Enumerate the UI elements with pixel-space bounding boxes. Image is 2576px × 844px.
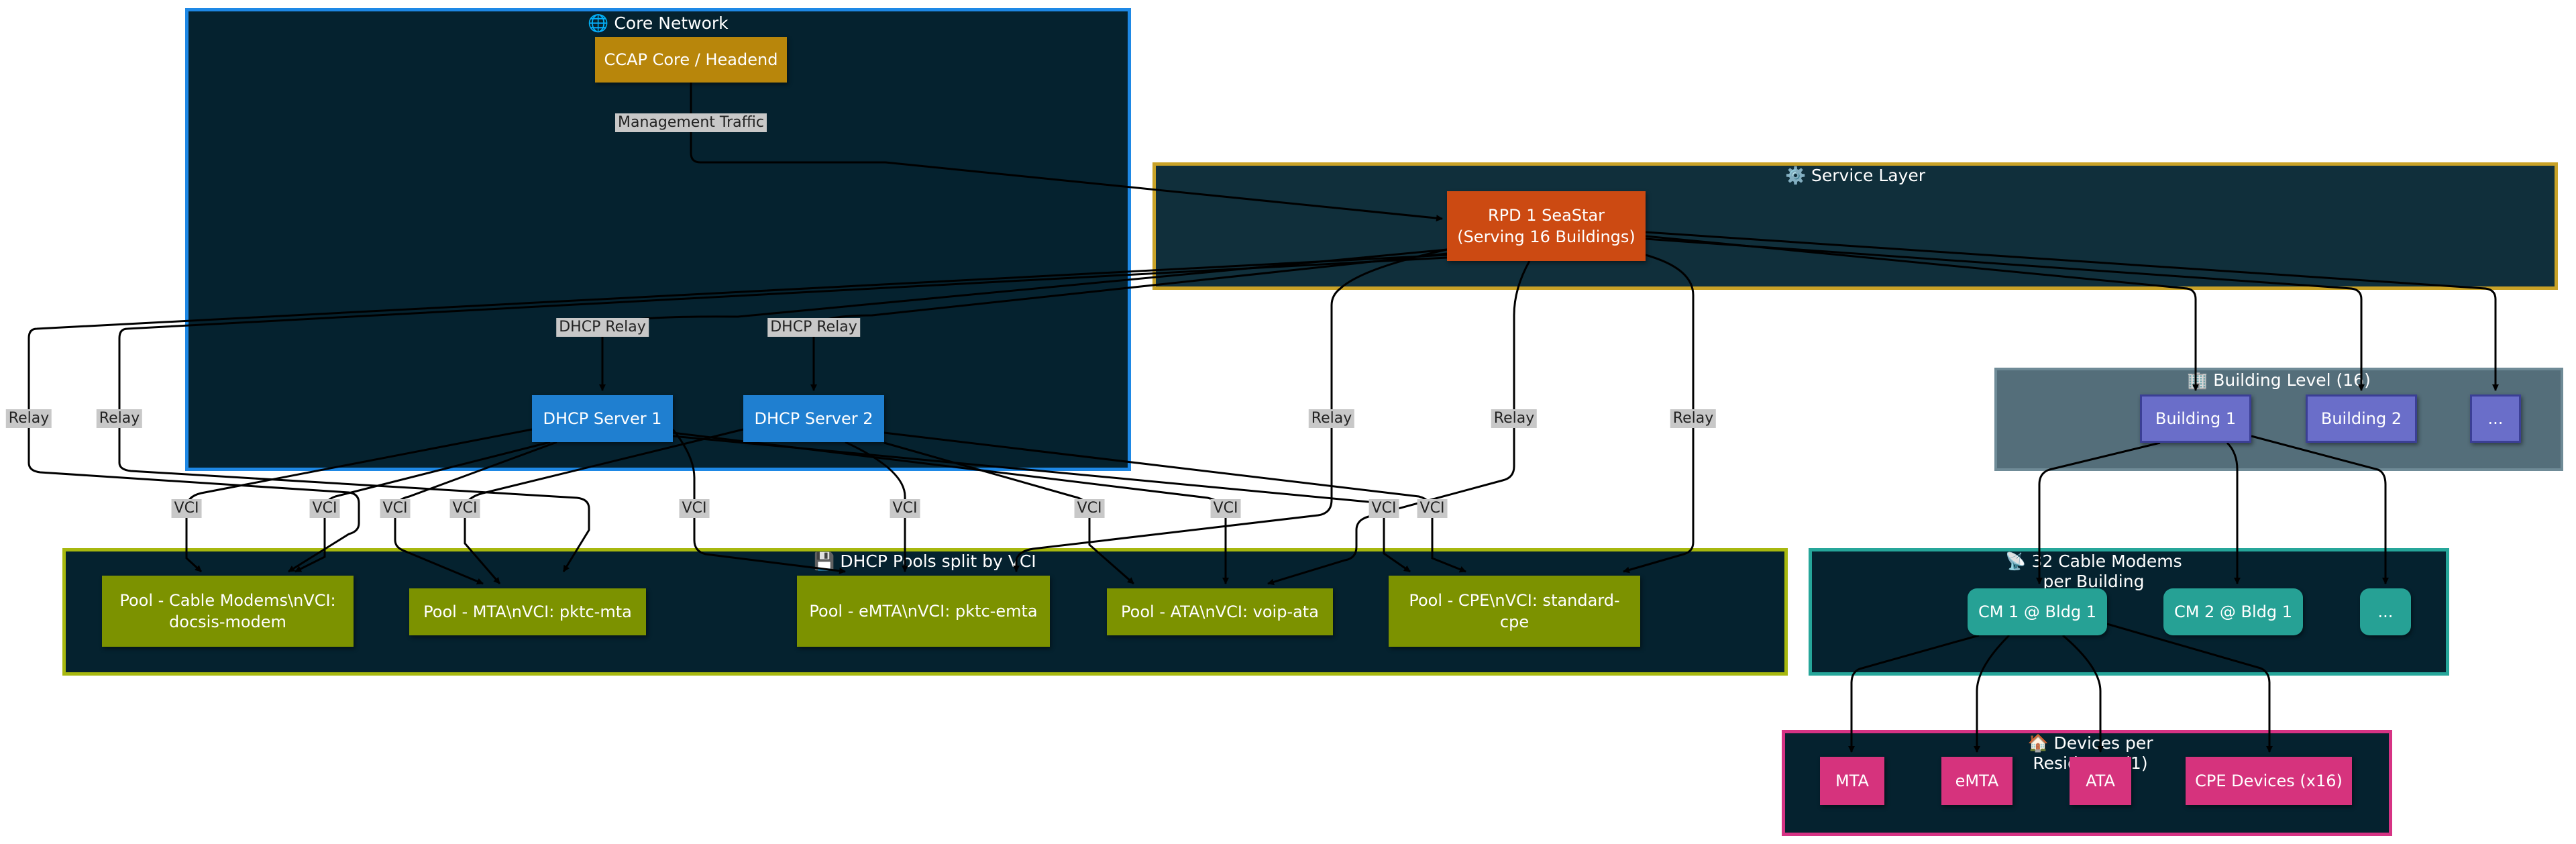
edge-label-vci-1: VCI (171, 499, 202, 518)
pool-cable-modems-node[interactable]: Pool - Cable Modems\nVCI: docsis-modem (102, 576, 354, 647)
pool-ata-node[interactable]: Pool - ATA\nVCI: voip-ata (1107, 588, 1333, 635)
edge-dhcp1-vci-5 (672, 429, 846, 574)
edge-rpd-to-building-more (1645, 231, 2499, 391)
edge-label-vci-10: VCI (1417, 499, 1448, 518)
group-building-level: 🏢 Building Level (16) (1994, 368, 2563, 471)
edge-rpd-relay-2 (118, 256, 1448, 572)
edge-ccap-to-rpd (690, 83, 1443, 222)
edge-dhcp2-vci-6 (845, 441, 908, 572)
edge-rpd-relay-4 (1267, 260, 1531, 586)
edge-cm1-to-emta (1974, 634, 2010, 753)
edge-rpd-relay-1 (28, 254, 1448, 573)
edge-label-dhcp-relay-2: DHCP Relay (767, 318, 860, 337)
edge-label-relay-4: Relay (1491, 409, 1538, 428)
edge-label-vci-3: VCI (380, 499, 411, 518)
pool-cpe-node[interactable]: Pool - CPE\nVCI: standard-cpe (1389, 576, 1640, 647)
edge-label-vci-8: VCI (1210, 499, 1241, 518)
building-2-node[interactable]: Building 2 (2306, 394, 2417, 443)
pool-emta-node[interactable]: Pool - eMTA\nVCI: pktc-emta (797, 576, 1050, 647)
cable-modem-more-node[interactable]: ... (2360, 588, 2411, 635)
group-dhcp-pools-title: 💾 DHCP Pools split by VCI (814, 551, 1036, 571)
device-mta-node[interactable]: MTA (1820, 757, 1884, 805)
dhcp-server-1-node[interactable]: DHCP Server 1 (532, 395, 673, 442)
edge-label-vci-5: VCI (679, 499, 710, 518)
edge-cm1-to-mta (1848, 634, 1980, 753)
building-more-node[interactable]: ... (2470, 394, 2521, 443)
group-core-network: 🌐 Core Network (185, 8, 1131, 471)
device-cpe-node[interactable]: CPE Devices (x16) (2186, 757, 2352, 805)
group-cable-modems: 📡 32 Cable Modems per Building (1809, 548, 2449, 676)
pool-mta-node[interactable]: Pool - MTA\nVCI: pktc-mta (409, 588, 646, 635)
group-service-layer-title: ⚙️ Service Layer (1784, 166, 1926, 185)
edge-rpd-relay-5 (1623, 254, 1695, 574)
edge-rpd-to-building1 (1645, 235, 2199, 391)
edge-label-relay-2: Relay (96, 409, 143, 428)
edge-dhcp1-vci-9 (672, 435, 1411, 573)
cable-modem-2-node[interactable]: CM 2 @ Bldg 1 (2163, 588, 2303, 635)
edge-label-relay-1: Relay (5, 409, 52, 428)
group-building-level-title: 🏢 Building Level (16) (2187, 370, 2371, 390)
edge-label-vci-4: VCI (449, 499, 480, 518)
group-core-network-title: 🌐 Core Network (588, 13, 729, 33)
device-emta-node[interactable]: eMTA (1941, 757, 2012, 805)
edge-building1-to-cm2 (2226, 441, 2241, 584)
edge-rpd-to-building2 (1645, 238, 2365, 391)
edge-label-relay-5: Relay (1670, 409, 1717, 428)
edge-label-dhcp-relay-1: DHCP Relay (556, 318, 649, 337)
edge-building1-to-cm1 (2036, 441, 2161, 584)
edge-label-vci-6: VCI (890, 499, 920, 518)
edge-dhcp1-vci-3 (394, 441, 557, 585)
edge-rpd-relay-3 (1013, 248, 1448, 572)
rpd-node[interactable]: RPD 1 SeaStar (Serving 16 Buildings) (1447, 191, 1646, 261)
edge-cm1-to-ata (2062, 634, 2104, 753)
edge-label-relay-3: Relay (1308, 409, 1355, 428)
edge-building1-to-cm-more (2251, 435, 2389, 584)
building-1-node[interactable]: Building 1 (2140, 394, 2251, 443)
edge-label-vci-7: VCI (1074, 499, 1105, 518)
dhcp-server-2-node[interactable]: DHCP Server 2 (743, 395, 884, 442)
edge-cm1-to-cpe (2106, 623, 2273, 753)
edge-label-management-traffic: Management Traffic (614, 113, 767, 132)
group-cable-modems-title: 📡 32 Cable Modems per Building (2005, 551, 2182, 591)
group-service-layer: ⚙️ Service Layer (1152, 162, 2558, 290)
edge-rpd-to-dhcp1 (599, 248, 1448, 391)
device-ata-node[interactable]: ATA (2070, 757, 2131, 805)
edge-label-vci-9: VCI (1368, 499, 1399, 518)
edge-label-vci-2: VCI (309, 499, 340, 518)
ccap-core-node[interactable]: CCAP Core / Headend (595, 37, 787, 83)
cable-modem-1-node[interactable]: CM 1 @ Bldg 1 (1968, 588, 2107, 635)
